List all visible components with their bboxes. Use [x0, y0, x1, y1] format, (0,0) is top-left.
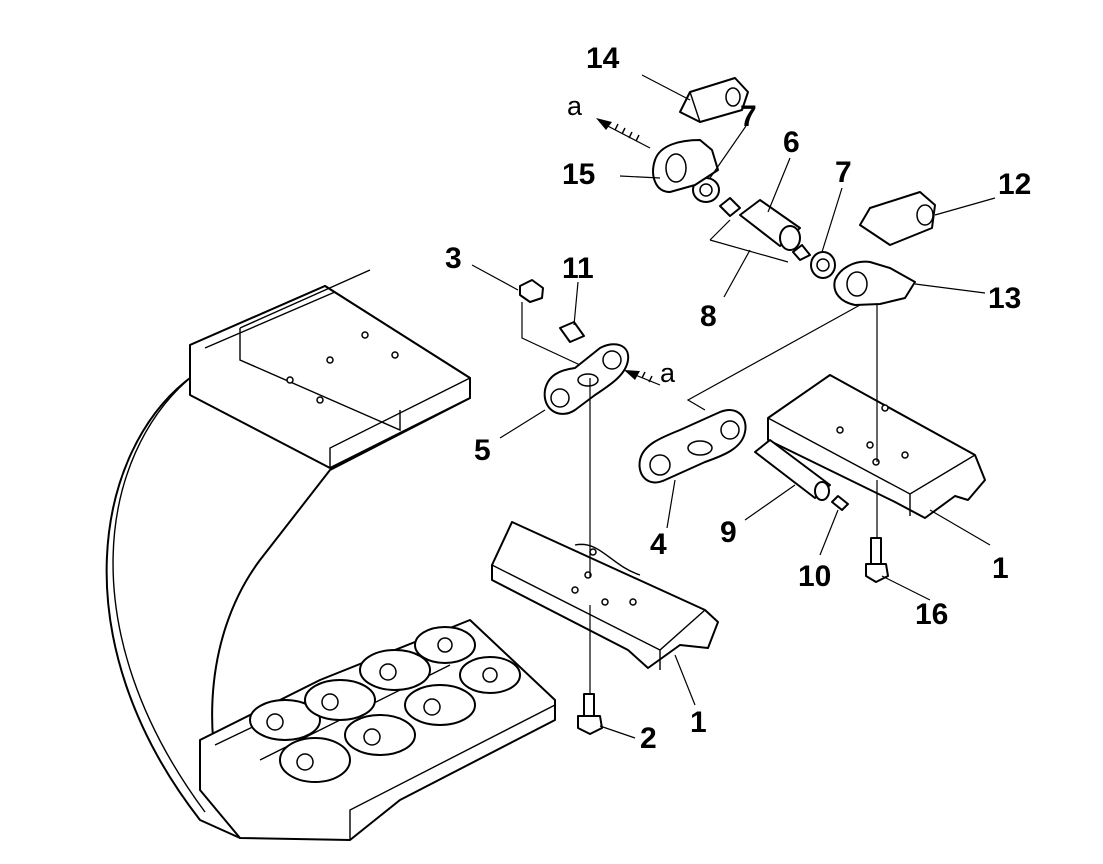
seal-7-right: [810, 251, 836, 279]
callout-1-lower: 1: [690, 706, 707, 739]
callout-3: 3: [445, 242, 462, 275]
callout-6: 6: [783, 126, 800, 159]
callout-7-right: 7: [835, 156, 852, 189]
callout-10: 10: [798, 560, 831, 593]
link-5: [543, 343, 630, 415]
bolt-16: [865, 537, 889, 583]
callout-1-right: 1: [992, 552, 1009, 585]
view-mark-a-lower: a: [660, 358, 676, 388]
callout-11: 11: [562, 252, 594, 285]
spacer-left: [719, 197, 741, 217]
nut-3: [519, 279, 544, 303]
view-arrow-upper: [596, 118, 651, 149]
callout-9: 9: [720, 516, 737, 549]
seal-7-left: [692, 177, 720, 203]
bushing-10: [831, 495, 849, 511]
view-arrow-lower: [624, 370, 661, 386]
link-4: [638, 409, 747, 484]
link-15: [652, 139, 719, 193]
link-12: [859, 191, 936, 246]
callout-4: 4: [650, 528, 667, 561]
callout-12: 12: [998, 168, 1031, 201]
callout-8: 8: [700, 300, 717, 333]
link-13: [833, 260, 916, 306]
spacer-right: [792, 244, 811, 261]
bushing-11: [559, 321, 585, 343]
leader-lines: [471, 74, 996, 739]
callout-7-left: 7: [740, 100, 757, 133]
track-belt: [105, 269, 556, 841]
callout-2: 2: [640, 722, 657, 755]
track-shoe-lower: [491, 521, 719, 670]
view-mark-a-upper: a: [567, 91, 583, 121]
pin-6: [739, 199, 801, 251]
callout-5: 5: [474, 434, 491, 467]
bolt-2: [577, 693, 603, 735]
pin-9: [754, 439, 831, 501]
callout-14: 14: [586, 42, 620, 75]
link-14: [679, 77, 749, 123]
callout-13: 13: [988, 282, 1021, 315]
callout-15: 15: [562, 158, 595, 191]
callout-16: 16: [915, 598, 948, 631]
